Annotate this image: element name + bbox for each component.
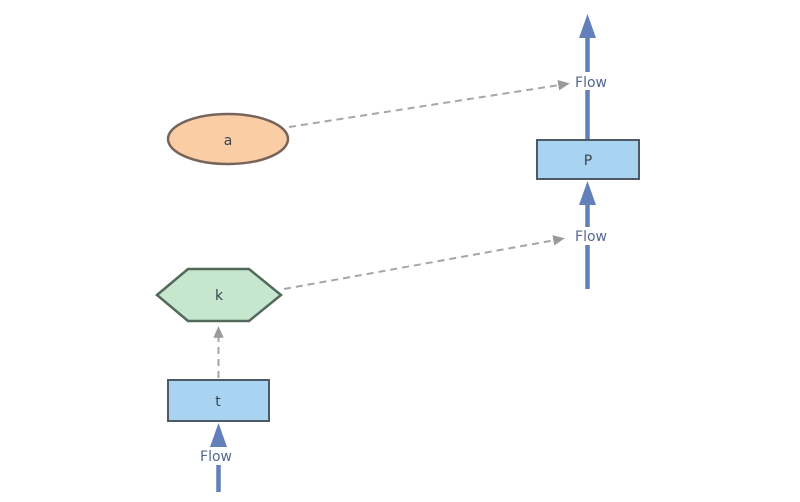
flow-bottom-label-bg [194,447,240,465]
stock-node-p[interactable]: P [536,139,640,180]
flow-into-t-bottom[interactable]: Flow [194,423,240,492]
flow-top-arrowhead-icon [579,14,596,38]
stock-p-rect[interactable] [536,139,640,180]
flow-into-p-bottom[interactable]: Flow [568,181,614,289]
flow-middle-label[interactable]: Flow [575,229,607,245]
flow-top-label-bg [568,72,614,90]
stock-node-t[interactable]: t [167,379,270,422]
variable-a-ellipse[interactable] [166,112,290,166]
influence-links [213,80,570,378]
converter-node-k[interactable]: k [155,267,283,323]
link-a-to-top-flow[interactable] [288,80,570,128]
converter-k-hexagon[interactable] [155,267,283,323]
variable-a-label: a [224,133,233,149]
converter-k-label: k [215,288,224,304]
flow-middle-label-bg [568,227,614,245]
stock-p-label: P [584,153,592,169]
stock-t-rect[interactable] [167,379,270,422]
stock-t-label: t [215,394,221,410]
flow-top-label[interactable]: Flow [575,75,607,91]
flow-out-of-p-top[interactable]: Flow [568,14,614,140]
variable-node-a[interactable]: a [166,112,290,166]
flow-bottom-label[interactable]: Flow [200,449,232,465]
link-k-to-middle-flow[interactable] [283,235,565,290]
flow-middle-arrowhead-icon [579,181,596,205]
flow-bottom-arrowhead-icon [210,423,227,447]
